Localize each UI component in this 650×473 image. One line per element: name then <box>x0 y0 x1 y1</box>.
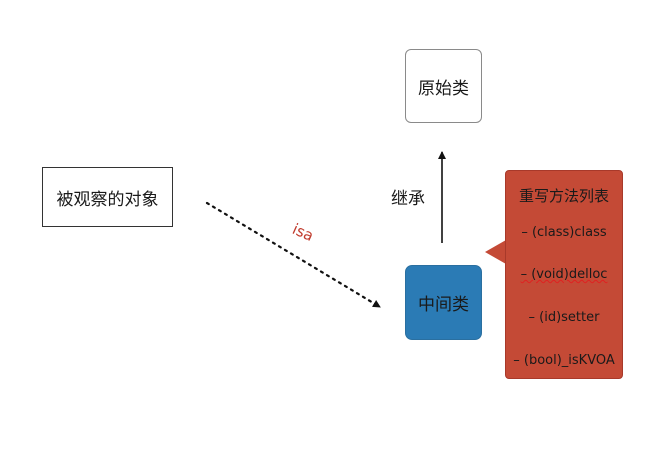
callout-title: 重写方法列表 <box>518 187 609 205</box>
overridden-methods-callout: 重写方法列表 – (class)class – (void)delloc – (… <box>505 170 623 379</box>
inheritance-edge-label: 继承 <box>391 189 425 209</box>
callout-pointer <box>485 240 506 264</box>
method-dealloc: – (void)delloc <box>506 267 622 282</box>
method-setter: – (id)setter <box>528 310 600 325</box>
method-dealloc-text: – (void)delloc <box>520 267 608 282</box>
method-iskvoa: – (bool)_isKVOA <box>513 353 615 368</box>
observed-object-node: 被观察的对象 <box>42 167 173 227</box>
method-class: – (class)class <box>521 225 607 240</box>
intermediate-class-node: 中间类 <box>405 265 482 340</box>
isa-dotted-arrow <box>205 201 382 309</box>
original-class-node: 原始类 <box>405 49 482 123</box>
